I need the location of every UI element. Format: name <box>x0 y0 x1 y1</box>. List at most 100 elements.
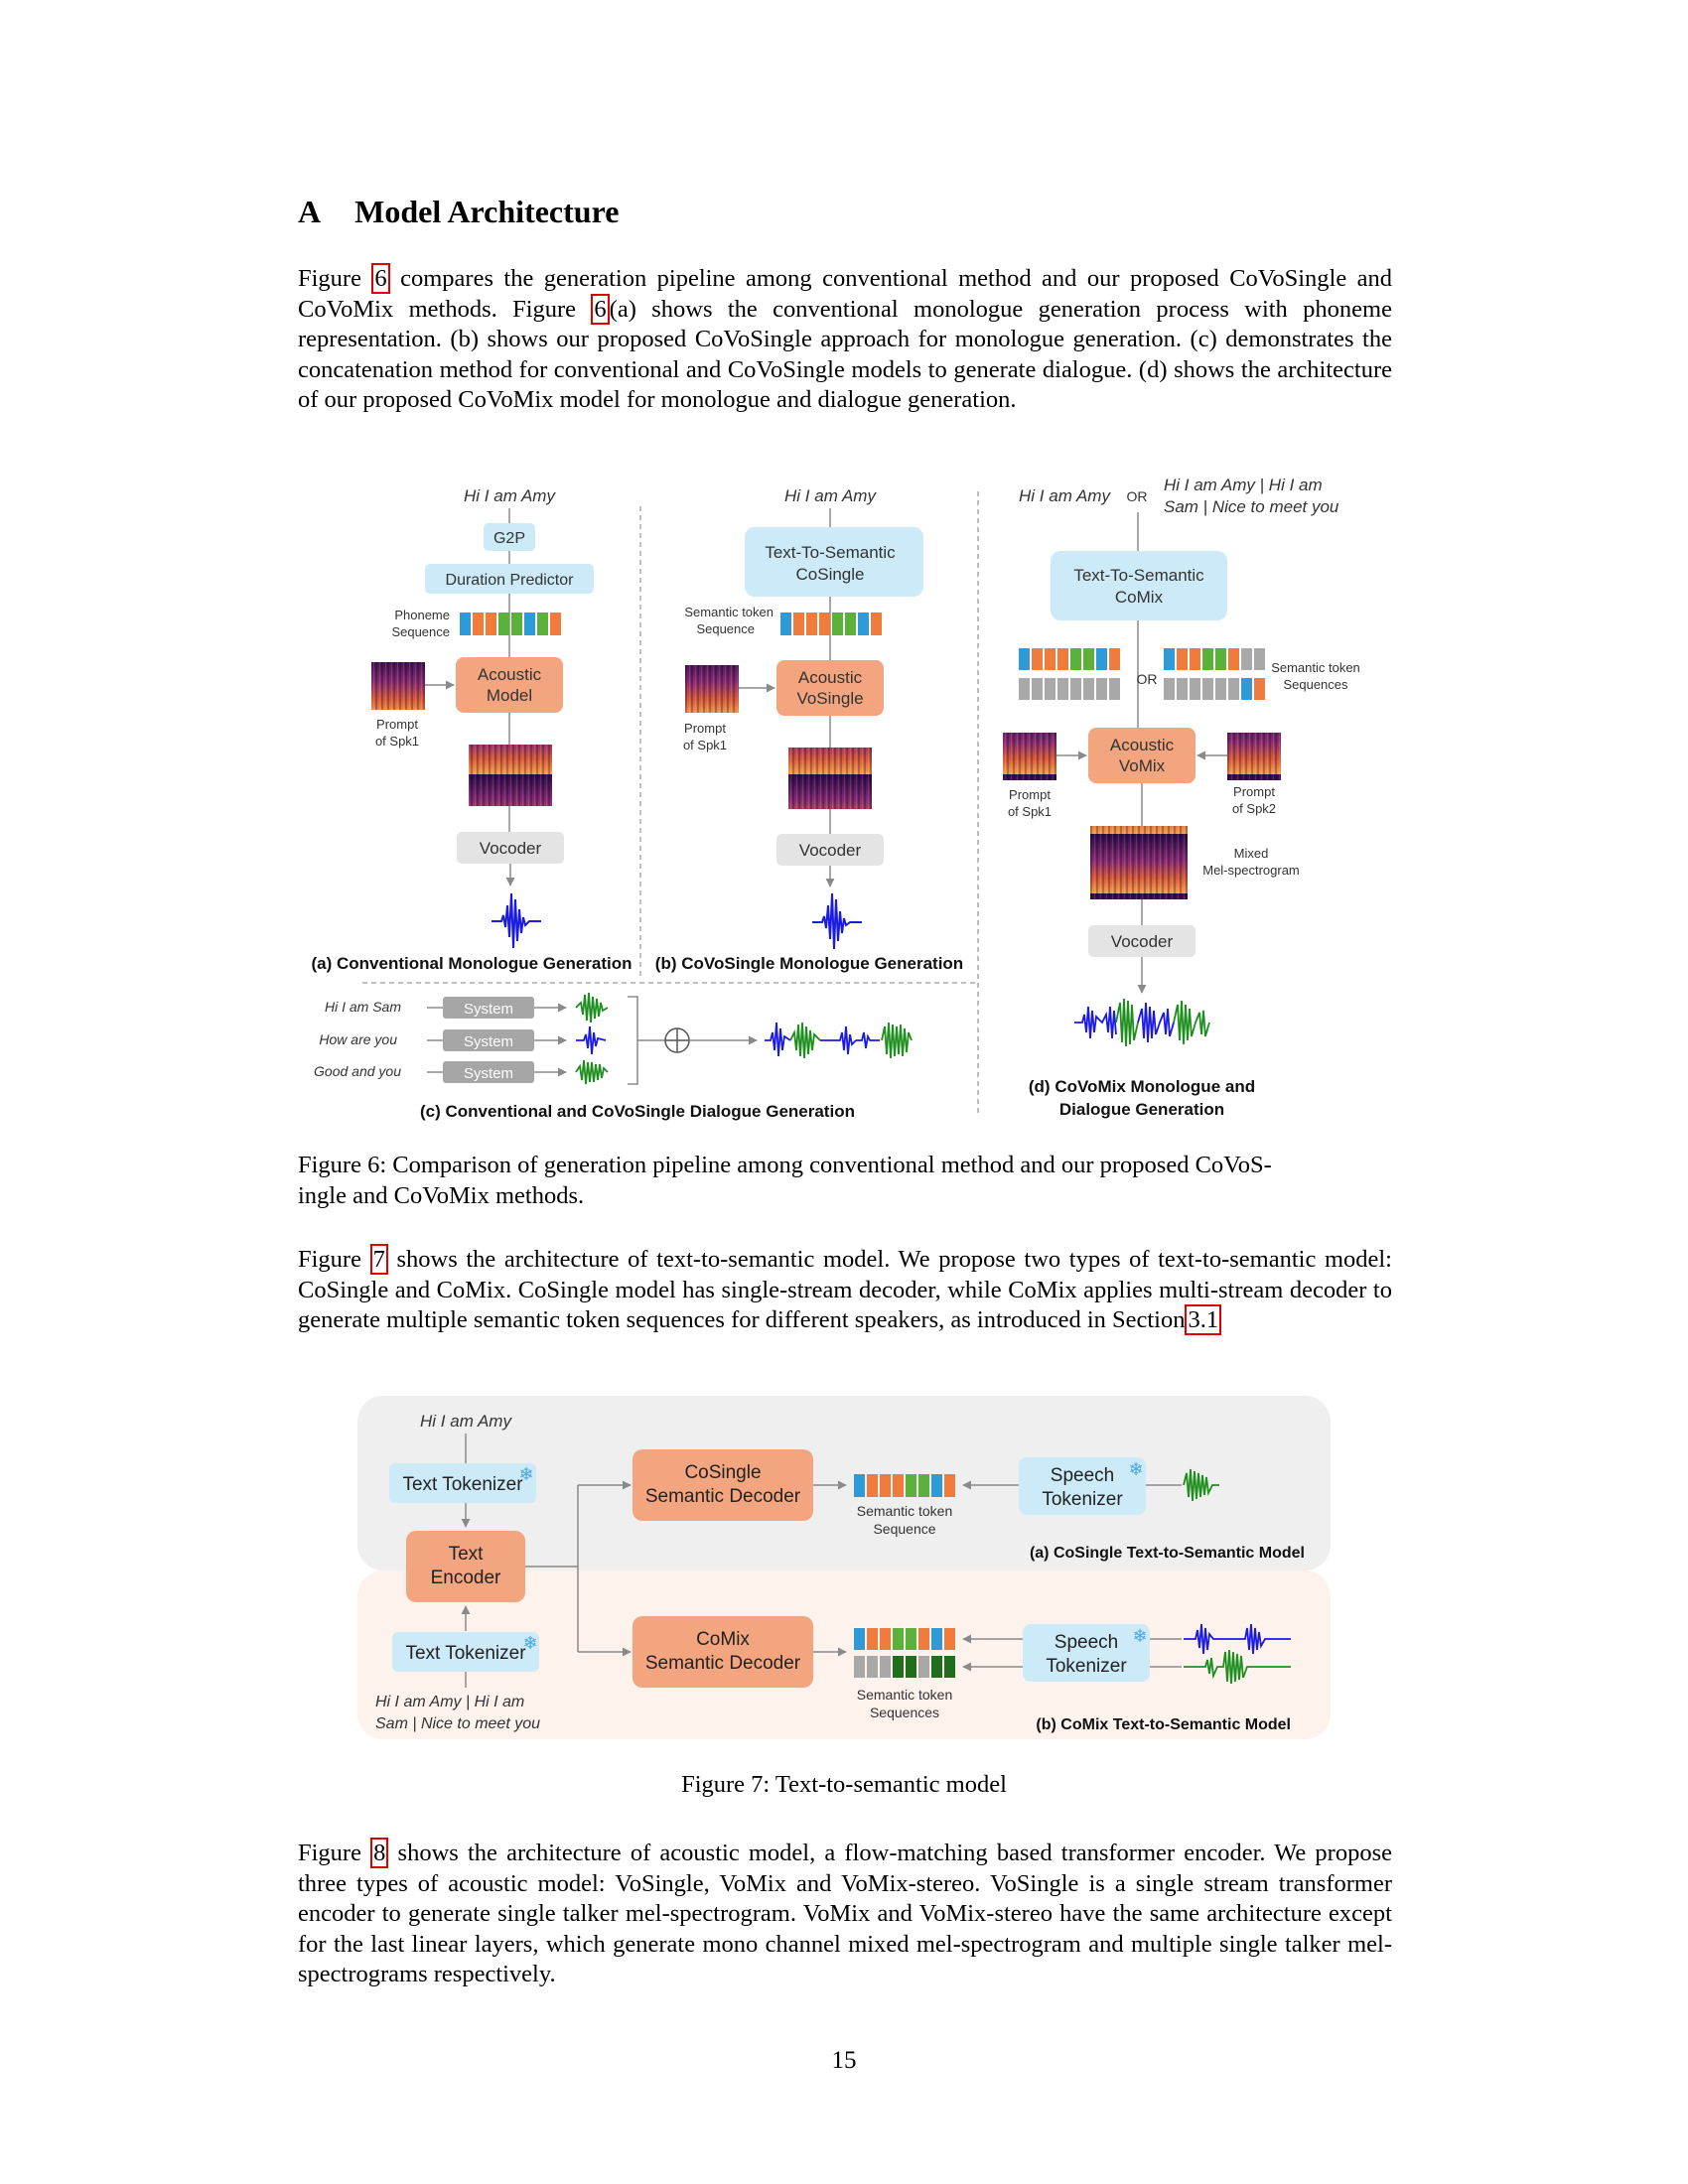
svg-text:Sequences: Sequences <box>1283 677 1348 692</box>
input-text: Hi I am Amy <box>1019 486 1111 505</box>
vocoder-label: Vocoder <box>799 841 862 860</box>
paragraph-intro: Figure 6 compares the generation pipelin… <box>298 263 1393 413</box>
svg-text:Semantic Decoder: Semantic Decoder <box>645 1653 801 1674</box>
prompt-spk2-label: Prompt <box>1233 784 1275 799</box>
waveform-icon <box>575 1059 609 1085</box>
svg-text:CoMix: CoMix <box>696 1629 750 1650</box>
caption-d: (d) CoVoMix Monologue and <box>1029 1077 1255 1096</box>
section-number: A <box>298 194 322 229</box>
semantic-seqs-label: Semantic token <box>1271 660 1360 675</box>
g2p-box <box>484 523 535 551</box>
prompt-spk1-spectrogram <box>1003 733 1056 780</box>
svg-text:CoSingle: CoSingle <box>684 1462 761 1483</box>
output-spectrogram <box>788 748 872 809</box>
label-b: (b) CoMix Text-to-Semantic Model <box>1036 1716 1291 1733</box>
svg-text:Semantic token: Semantic token <box>857 1503 953 1519</box>
semantic-token-sequence <box>780 613 882 635</box>
system-box <box>443 1029 534 1051</box>
phoneme-sequence-tokens <box>460 613 561 635</box>
section-heading: A Model Architecture <box>298 194 619 230</box>
input-dialogue: Hi I am Amy | Hi I am <box>375 1694 524 1710</box>
section-title: Model Architecture <box>354 194 620 229</box>
waveform-icon <box>1184 1649 1291 1685</box>
caption-a: (a) Conventional Monologue Generation <box>312 954 633 973</box>
svg-text:Sam | Nice to meet you: Sam | Nice to meet you <box>1164 497 1339 516</box>
figure-6-caption: Figure 6: Comparison of generation pipel… <box>298 1152 1272 1209</box>
waveform-icon <box>765 1022 791 1057</box>
svg-text:Sequences: Sequences <box>870 1705 939 1720</box>
svg-text:System: System <box>464 1065 513 1082</box>
figure-6-link[interactable]: 6 <box>591 293 610 325</box>
svg-text:System: System <box>464 1033 513 1050</box>
svg-text:Text Tokenizer: Text Tokenizer <box>405 1643 526 1664</box>
vocoder-box <box>776 834 884 866</box>
or-label: OR <box>1127 488 1148 504</box>
svg-text:Text Tokenizer: Text Tokenizer <box>402 1474 523 1495</box>
page-number: 15 <box>831 2047 857 2074</box>
vocoder-label: Vocoder <box>480 839 542 858</box>
input-dialogue: Hi I am Amy | Hi I am <box>1164 476 1323 494</box>
vocoder-label: Vocoder <box>1111 932 1174 951</box>
paragraph-text-to-semantic: Figure 7 shows the architecture of text-… <box>298 1244 1392 1335</box>
input-text: Hi I am Amy <box>420 1412 512 1431</box>
input-text: Hi I am Amy <box>784 486 877 505</box>
svg-text:Sequence: Sequence <box>873 1521 935 1537</box>
label-a: (a) CoSingle Text-to-Semantic Model <box>1030 1545 1305 1562</box>
svg-text:Tokenizer: Tokenizer <box>1046 1656 1127 1677</box>
dialogue-input: Hi I am Sam <box>325 999 401 1015</box>
svg-text:CoMix: CoMix <box>1115 588 1164 607</box>
duration-predictor-box <box>425 564 594 594</box>
vocoder-box <box>1088 925 1196 957</box>
svg-text:Acoustic: Acoustic <box>478 665 542 684</box>
svg-text:of Spk2: of Spk2 <box>1232 801 1276 816</box>
svg-text:Sequence: Sequence <box>391 624 450 639</box>
panel-c: Hi I am Sam How are you Good and you Sys… <box>314 992 913 1121</box>
comix-token-sequences <box>854 1628 955 1678</box>
svg-text:Dialogue Generation: Dialogue Generation <box>1059 1100 1224 1119</box>
figure-7: Hi I am Amy Text Tokenizer ❄ Text Encode… <box>357 1396 1331 1739</box>
svg-text:Text-To-Semantic: Text-To-Semantic <box>765 543 896 562</box>
svg-text:CoSingle: CoSingle <box>796 565 865 584</box>
panel-b: Hi I am Amy Text-To-Semantic CoSingle Se… <box>655 486 963 973</box>
speech-tokenizer-box <box>1019 1457 1146 1515</box>
section-3-1-link[interactable]: 3.1 <box>1185 1304 1222 1335</box>
svg-text:Acoustic: Acoustic <box>1110 736 1175 754</box>
prompt-spectrogram <box>371 662 425 710</box>
svg-text:OR: OR <box>1137 671 1158 687</box>
text-encoder-box <box>406 1531 525 1602</box>
panel-a: Hi I am Amy G2P Duration Predictor Phone… <box>312 486 633 973</box>
waveform-icon <box>575 992 609 1024</box>
waveform-icon <box>576 1025 607 1055</box>
svg-text:Speech: Speech <box>1055 1632 1118 1653</box>
frozen-snowflake-icon: ❄ <box>518 1464 533 1484</box>
acoustic-vomix-box <box>1088 728 1196 783</box>
caption-b: (b) CoVoSingle Monologue Generation <box>655 954 963 973</box>
waveform-icon <box>1184 1623 1291 1655</box>
figure-6-link[interactable]: 6 <box>371 263 390 294</box>
paragraph-acoustic-model: Figure 8 shows the architecture of acous… <box>298 1838 1392 1987</box>
svg-text:Acoustic: Acoustic <box>798 668 863 687</box>
svg-text:Semantic token: Semantic token <box>857 1687 953 1703</box>
acoustic-vosingle-box <box>776 660 884 716</box>
prompt-label: Prompt <box>684 721 726 736</box>
text-tokenizer-box <box>389 1463 536 1503</box>
system-box <box>443 1061 534 1083</box>
acoustic-model-box <box>456 657 563 713</box>
waveform-icon <box>812 892 862 950</box>
figure-7-link[interactable]: 7 <box>369 1244 388 1275</box>
svg-text:Tokenizer: Tokenizer <box>1042 1489 1123 1510</box>
mixed-spectrogram <box>1090 826 1188 899</box>
svg-text:Encoder: Encoder <box>431 1568 501 1588</box>
prompt-spk1-label: Prompt <box>1009 787 1051 802</box>
frozen-snowflake-icon: ❄ <box>1132 1626 1147 1646</box>
output-spectrogram <box>469 745 552 806</box>
svg-text:Model: Model <box>487 686 532 705</box>
svg-text:Semantic Decoder: Semantic Decoder <box>645 1486 801 1507</box>
cosingle-decoder-box <box>633 1449 813 1521</box>
figure-8-link[interactable]: 8 <box>370 1838 389 1868</box>
semantic-seq-label: Semantic token <box>684 605 774 619</box>
phoneme-seq-label: Phoneme <box>394 608 450 622</box>
svg-text:Sam | Nice to meet you: Sam | Nice to meet you <box>375 1715 540 1732</box>
cosingle-token-sequence <box>854 1474 955 1497</box>
